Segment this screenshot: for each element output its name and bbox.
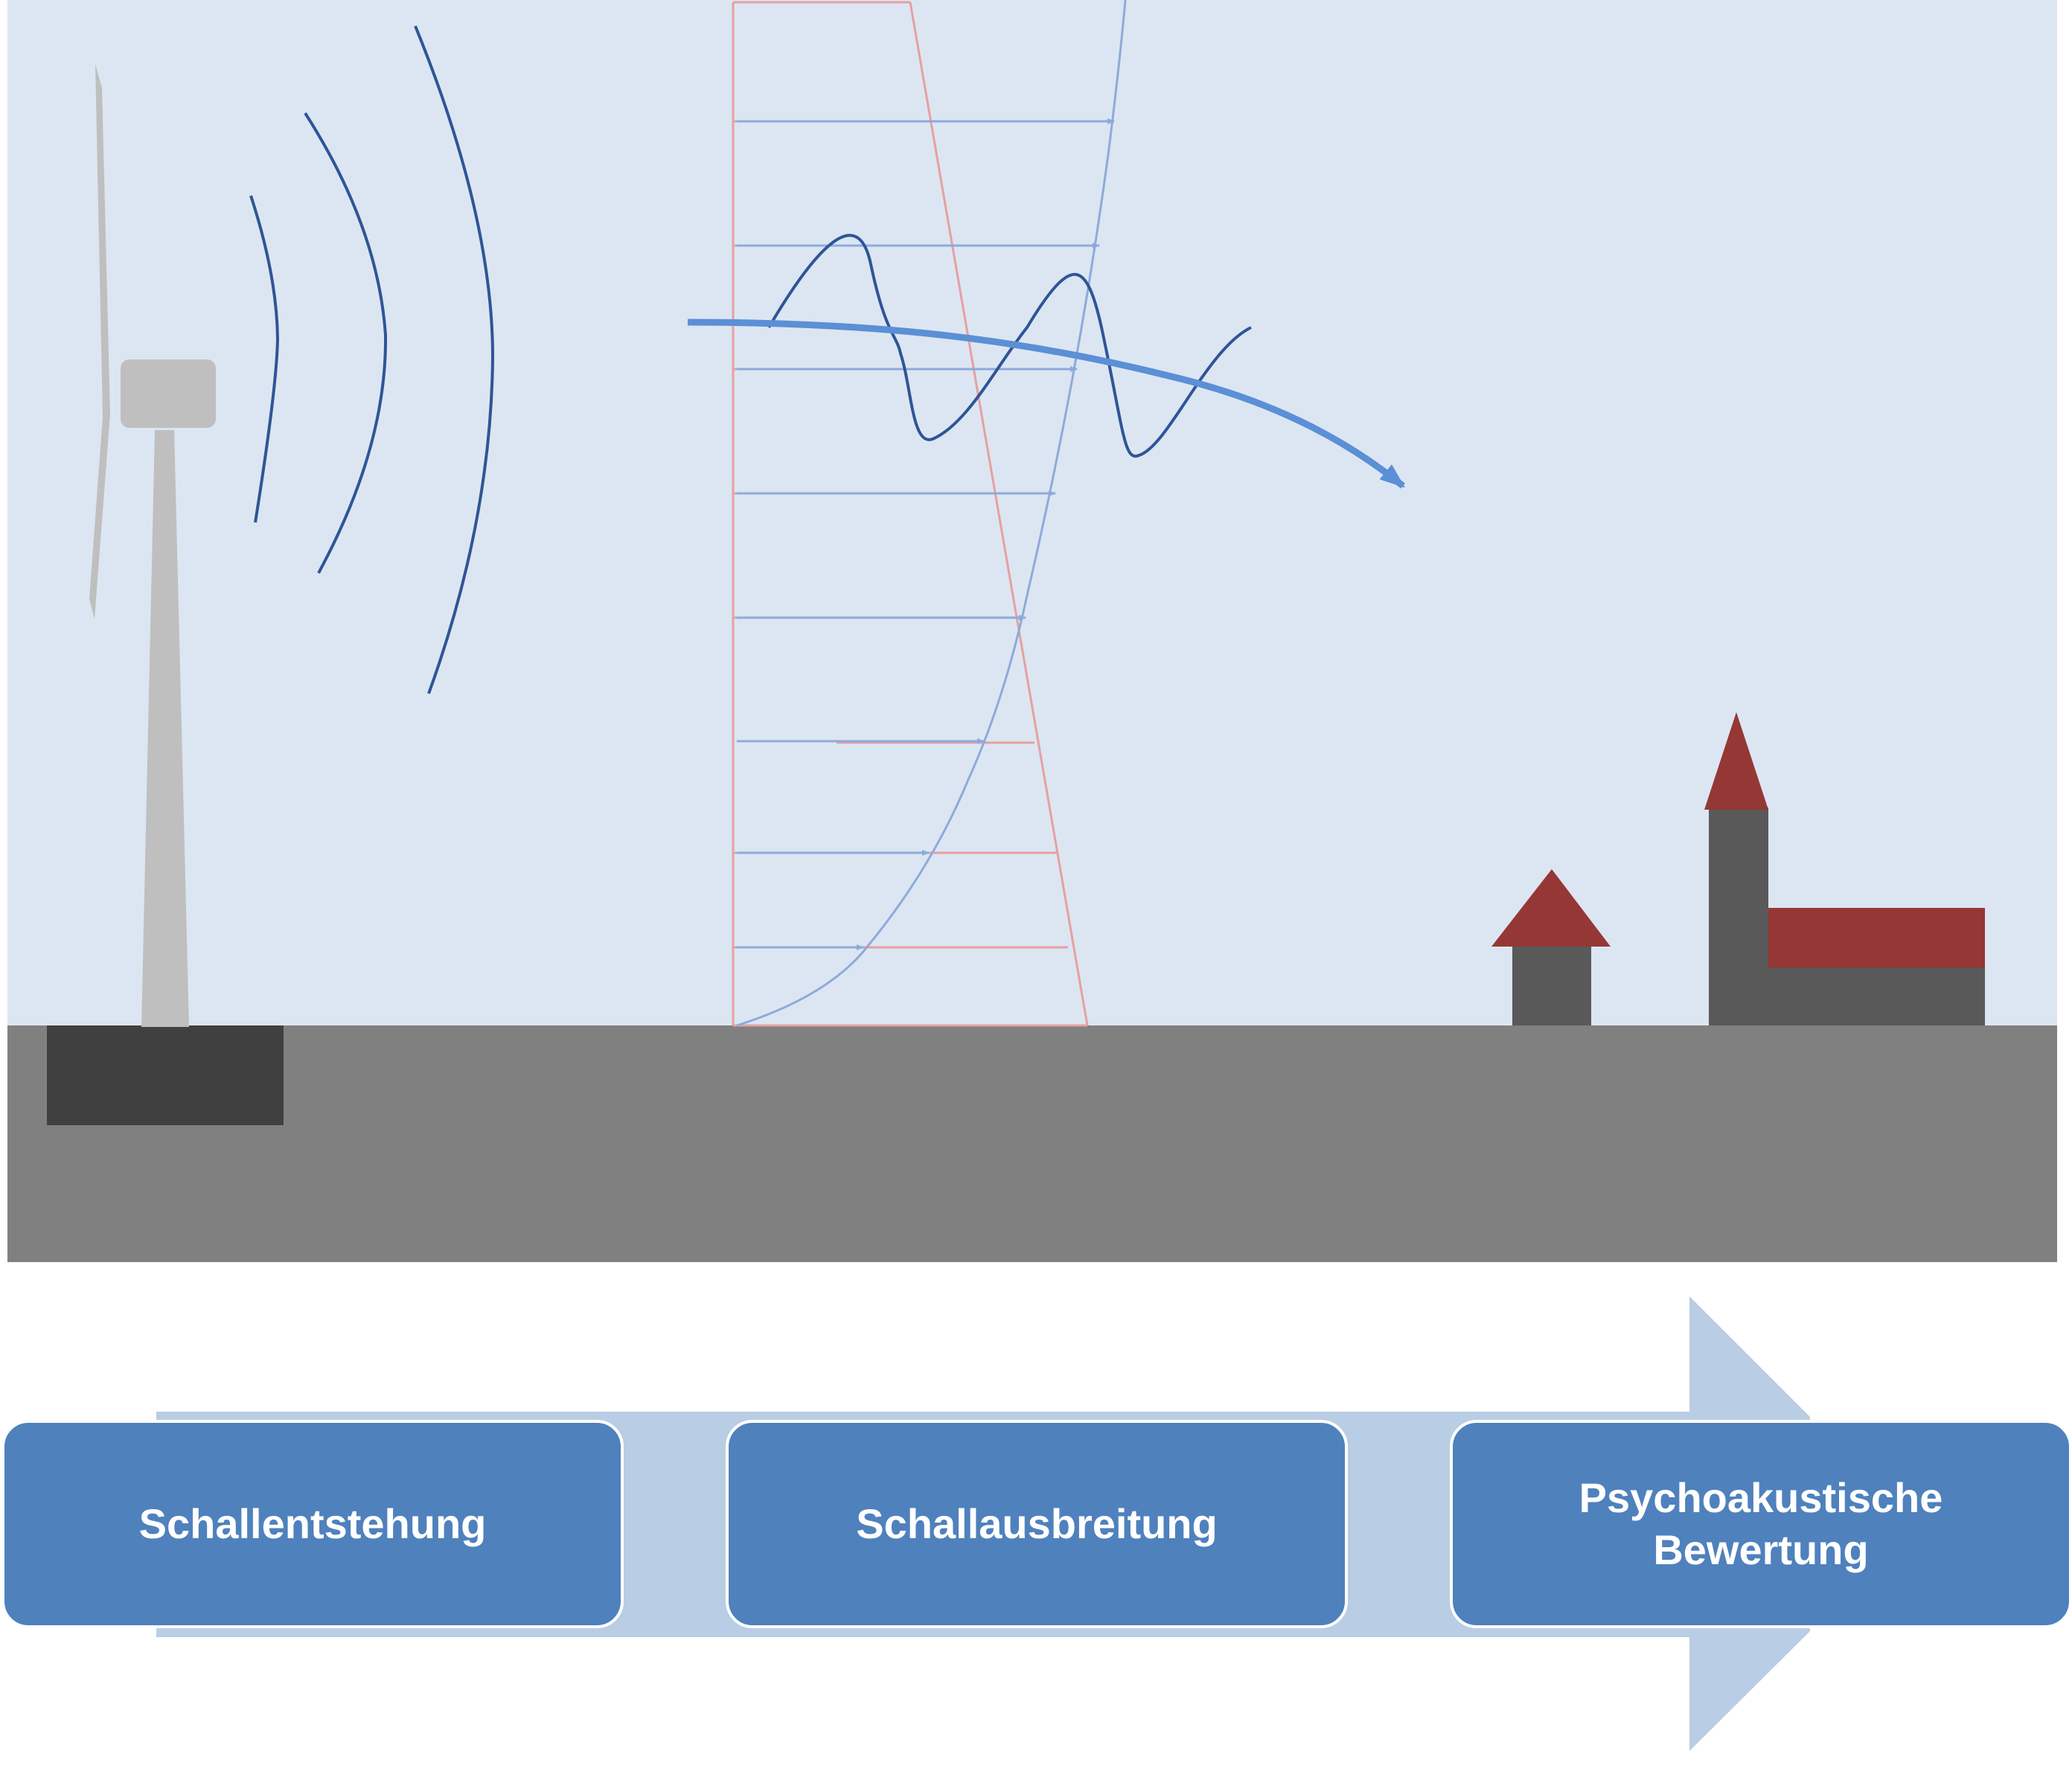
ground [7,1025,2057,1262]
turbine-tower [141,430,189,1027]
house-icon [1491,869,1611,1025]
step-label: Schallausbreitung [856,1500,1218,1547]
village-icon [1491,712,1985,1025]
sound-wave-3 [414,25,495,694]
step-schallentstehung: Schallentstehung [1,1420,624,1628]
step-label: Psychoakustische Bewertung [1579,1474,1943,1573]
turbine-foundation [47,1025,284,1125]
wind-profile-curve [736,0,1127,1027]
turbine-blade [89,64,110,619]
wind-turbine-icon [89,64,216,1027]
sound-waves [249,25,495,694]
step-label: Schallentstehung [138,1500,487,1547]
church-icon [1704,712,1985,1025]
sound-wave-1 [249,195,280,523]
step-psychoakustische-bewertung: Psychoakustische Bewertung [1450,1420,2072,1628]
wind-profile [736,0,1127,1027]
step-schallausbreitung: Schallausbreitung [726,1420,1348,1628]
sound-wave-2 [304,112,388,574]
turbulence-wave [767,234,1252,458]
turbine-nacelle [121,359,216,428]
propagation-arrow [687,319,1406,489]
